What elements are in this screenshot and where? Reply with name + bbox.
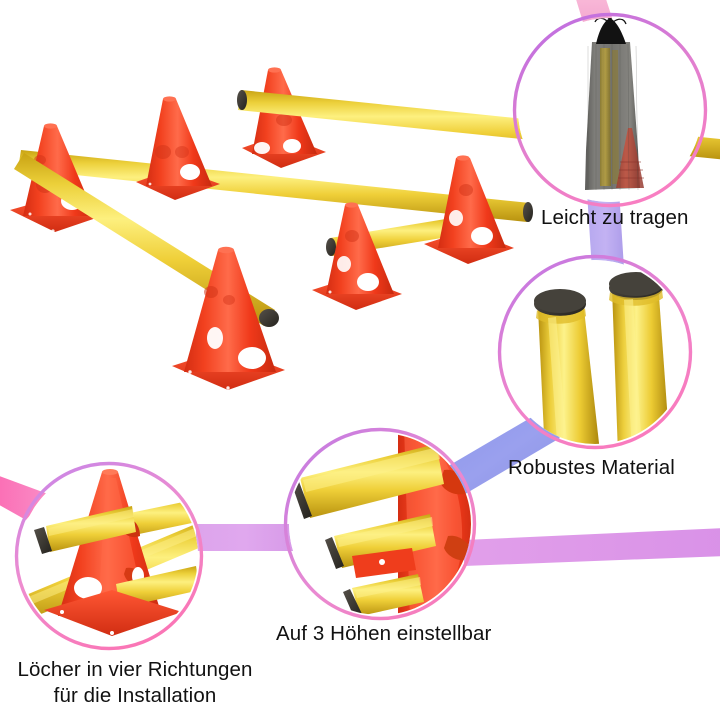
ribbon-material-to-heights <box>438 414 560 500</box>
cone-2 <box>136 96 220 200</box>
hurdle-pole-back <box>18 150 533 222</box>
four-direction-holes-photo <box>20 467 198 645</box>
ribbon-heights-to-holes <box>196 524 294 551</box>
cone-6 <box>424 155 514 264</box>
cone-2-body <box>146 99 212 186</box>
cone-4 <box>172 246 285 390</box>
callout-carry-ring <box>512 12 708 208</box>
cone-4-body <box>184 250 276 372</box>
main-product-photo <box>10 67 720 390</box>
callout-material <box>497 254 693 450</box>
caption-loecher-line-2: für die Installation <box>53 684 217 707</box>
callout-heights-ring <box>283 427 477 621</box>
three-height-holes-photo <box>289 433 471 615</box>
callout-holes <box>14 461 204 651</box>
cone-3-hole <box>283 139 301 153</box>
pole-tubes-closeup-photo <box>503 260 687 444</box>
caption-loecher-line-1: Löcher in vier Richtungen <box>17 658 253 681</box>
callout-holes-ring <box>14 461 204 651</box>
ribbon-right-edge-stub <box>464 528 720 566</box>
callout-heights <box>283 427 477 621</box>
cone-6-hole <box>471 227 493 245</box>
cone-5-hole <box>357 273 379 291</box>
cone-2-hole <box>180 164 200 180</box>
mesh-carry-bag-photo <box>518 18 702 202</box>
caption-loecher-in-vier-richtungen: Löcher in vier Richtungen für die Instal… <box>6 657 264 707</box>
cone-4-hole-big <box>238 347 266 369</box>
callout-material-ring <box>497 254 693 450</box>
caption-leicht-zu-tragen: Leicht zu tragen <box>541 206 689 229</box>
cone-5 <box>312 202 402 310</box>
caption-robustes-material: Robustes Material <box>508 456 675 479</box>
ribbon-holes-to-left-edge <box>0 476 48 520</box>
callout-carry <box>512 12 708 208</box>
ribbon-carry-to-material <box>587 190 624 270</box>
caption-auf-3-hoehen-einstellbar: Auf 3 Höhen einstellbar <box>276 622 492 645</box>
connector-ribbons <box>0 0 720 566</box>
